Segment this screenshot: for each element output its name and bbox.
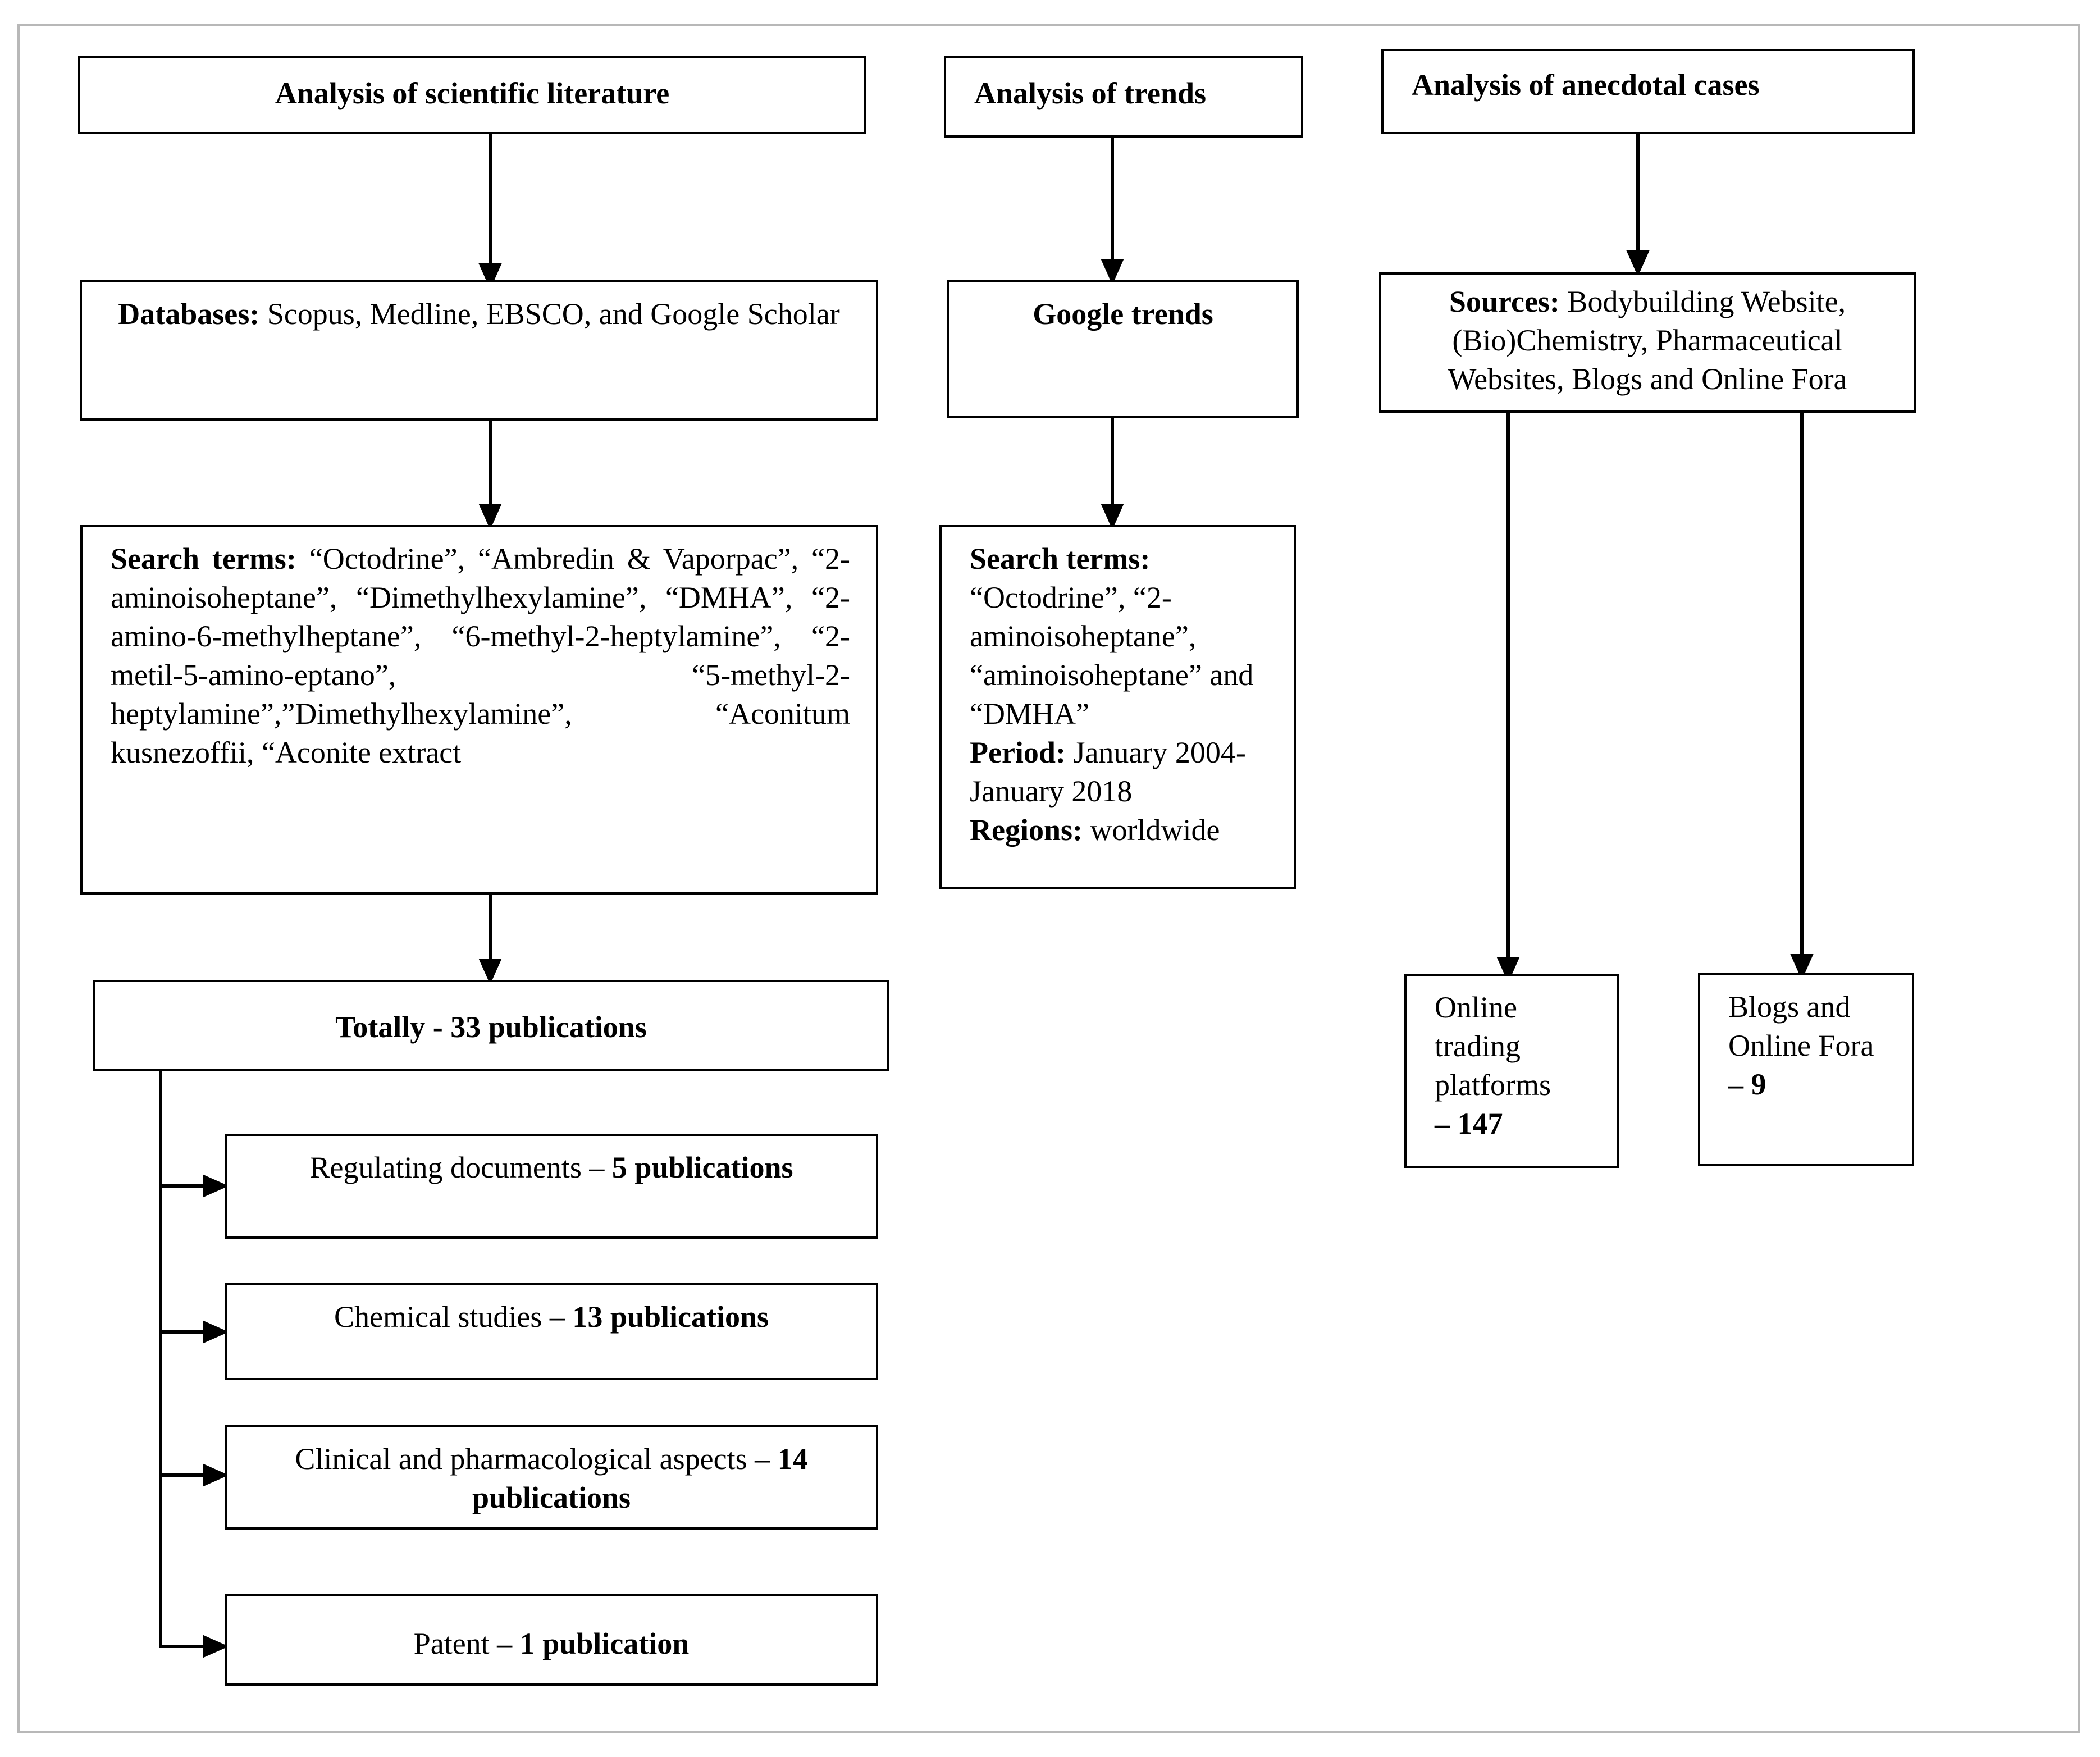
anecdotal-title-box: Analysis of anecdotal cases xyxy=(1381,49,1915,134)
total-publications: Totally - 33 publications xyxy=(335,1010,647,1044)
search-terms-text: “Octodrine”, “Ambredin & Vaporpac”, “2-a… xyxy=(111,542,851,769)
total-publications-box: Totally - 33 publications xyxy=(93,980,889,1071)
arrow-databases-to-search xyxy=(478,419,502,530)
trends-period-text: January 2004-January 2018 xyxy=(970,736,1246,808)
category-chemical-studies: Chemical studies – 13 publications xyxy=(225,1283,878,1380)
anecdotal-sources-box: Sources: Bodybuilding Website, (Bio)Chem… xyxy=(1379,272,1916,413)
trends-title-box: Analysis of trends xyxy=(944,56,1303,138)
search-terms-label: Search terms: xyxy=(111,542,296,576)
scientific-literature-title-box: Analysis of scientific literature xyxy=(78,56,866,134)
trends-regions-label: Regions: xyxy=(970,813,1083,847)
arrow-search-to-total xyxy=(478,893,502,985)
category-count: 13 publications xyxy=(572,1300,769,1334)
category-count: 14 publications xyxy=(472,1442,808,1514)
arrow-to-clinical xyxy=(159,1463,229,1487)
databases-label: Databases: xyxy=(118,297,260,331)
arrow-sources-to-trading xyxy=(1496,412,1520,983)
blogs-fora-label: Blogs and Online Fora xyxy=(1728,990,1874,1062)
category-count: 1 publication xyxy=(519,1627,690,1660)
trends-search-box: Search terms: “Octodrine”, “2-aminoisohe… xyxy=(939,525,1296,889)
category-label: Chemical studies – xyxy=(334,1300,573,1334)
blogs-fora-count: – 9 xyxy=(1728,1067,1766,1101)
arrow-to-chemical xyxy=(159,1320,229,1344)
online-trading-platforms-box: Online trading platforms – 147 xyxy=(1404,974,1619,1168)
databases-text: Scopus, Medline, EBSCO, and Google Schol… xyxy=(259,297,840,331)
category-label: Regulating documents – xyxy=(309,1151,612,1184)
arrow-sources-to-blogs xyxy=(1790,412,1814,980)
google-trends-label: Google trends xyxy=(1033,297,1213,331)
trends-period-label: Period: xyxy=(970,736,1066,769)
anecdotal-sources-text: Bodybuilding Website, (Bio)Chemistry, Ph… xyxy=(1448,285,1847,396)
arrow-anecdotal-to-sources xyxy=(1626,133,1650,277)
trends-title: Analysis of trends xyxy=(974,76,1207,110)
search-terms-box: Search terms: “Octodrine”, “Ambredin & V… xyxy=(80,525,878,895)
blogs-online-fora-box: Blogs and Online Fora – 9 xyxy=(1698,973,1914,1166)
arrow-title-to-databases xyxy=(478,133,502,290)
online-trading-count: – 147 xyxy=(1435,1107,1503,1140)
arrow-to-regulating xyxy=(159,1174,229,1198)
category-count: 5 publications xyxy=(611,1151,793,1184)
online-trading-label: Online trading platforms xyxy=(1435,991,1551,1102)
trends-search-text: “Octodrine”, “2-aminoisoheptane”, “amino… xyxy=(970,581,1254,731)
arrow-trends-to-google xyxy=(1101,136,1124,285)
scientific-literature-title: Analysis of scientific literature xyxy=(275,76,670,110)
anecdotal-sources-label: Sources: xyxy=(1449,285,1560,318)
anecdotal-title: Analysis of anecdotal cases xyxy=(1412,68,1760,102)
databases-box: Databases: Scopus, Medline, EBSCO, and G… xyxy=(80,280,878,421)
category-regulating-documents: Regulating documents – 5 publications xyxy=(225,1134,878,1239)
arrow-to-patent xyxy=(159,1635,229,1658)
category-label: Patent – xyxy=(413,1627,520,1660)
category-label: Clinical and pharmacological aspects – xyxy=(295,1442,778,1476)
figure-frame xyxy=(17,24,2080,1733)
category-patent: Patent – 1 publication xyxy=(225,1594,878,1686)
category-clinical-pharmacological: Clinical and pharmacological aspects – 1… xyxy=(225,1425,878,1530)
google-trends-box: Google trends xyxy=(947,280,1299,418)
arrow-google-to-search xyxy=(1101,417,1124,530)
trends-regions-text: worldwide xyxy=(1083,813,1220,847)
trends-search-label: Search terms: xyxy=(970,542,1151,576)
